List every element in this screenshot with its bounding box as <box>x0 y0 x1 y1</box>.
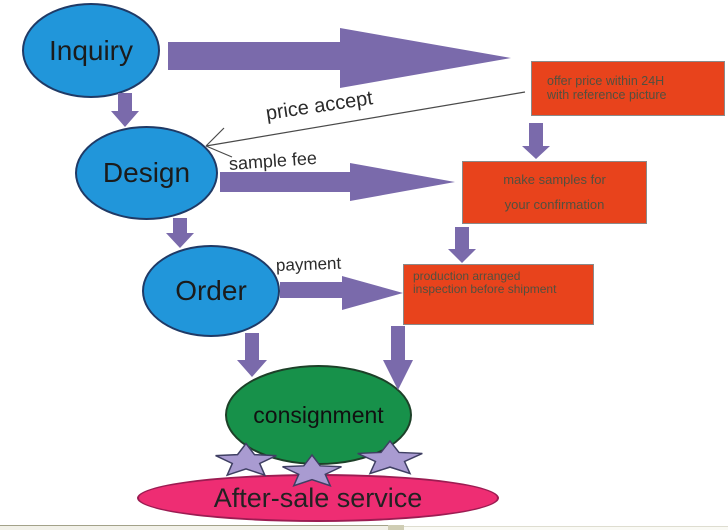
node-consignment-label: consignment <box>253 401 384 428</box>
production-line2: inspection before shipment <box>413 282 557 296</box>
arrow-order-to-consignment <box>237 333 267 377</box>
bottom-border-right <box>404 526 728 530</box>
process-box-make-samples: make samples for your confirmation <box>462 161 647 224</box>
edge-label-sample-fee: sample fee <box>228 147 318 174</box>
arrow-inquiry-to-design <box>111 93 139 127</box>
edge-label-payment: payment <box>275 253 342 275</box>
make-samples-line1: make samples for <box>503 172 606 187</box>
arrow-design-to-order <box>166 218 194 248</box>
node-after-sale-service: After-sale service <box>137 474 499 522</box>
arrow-samples-to-production <box>448 227 476 263</box>
edge-label-price-accept: price accept <box>264 87 375 125</box>
offer-price-line2: with reference picture <box>547 88 667 102</box>
node-inquiry: Inquiry <box>22 3 160 98</box>
bottom-border-divider <box>388 525 404 530</box>
arrow-offer-to-samples <box>522 123 550 159</box>
make-samples-line2: your confirmation <box>504 197 605 212</box>
node-order: Order <box>142 245 280 337</box>
arrow-inquiry-to-offer <box>168 28 511 88</box>
production-line1: production arranged <box>413 269 521 283</box>
node-after-sale-label: After-sale service <box>213 482 423 513</box>
arrow-order-to-production <box>280 276 403 310</box>
node-design-label: Design <box>102 157 191 188</box>
node-inquiry-label: Inquiry <box>48 34 134 66</box>
node-design: Design <box>75 126 218 220</box>
bottom-border-left <box>0 525 400 530</box>
node-order-label: Order <box>175 275 247 306</box>
offer-price-line1: offer price within 24H <box>547 74 665 88</box>
node-consignment: consignment <box>225 365 412 465</box>
process-box-production: production arranged inspection before sh… <box>403 264 594 325</box>
process-box-offer-price: offer price within 24H with reference pi… <box>531 61 725 116</box>
